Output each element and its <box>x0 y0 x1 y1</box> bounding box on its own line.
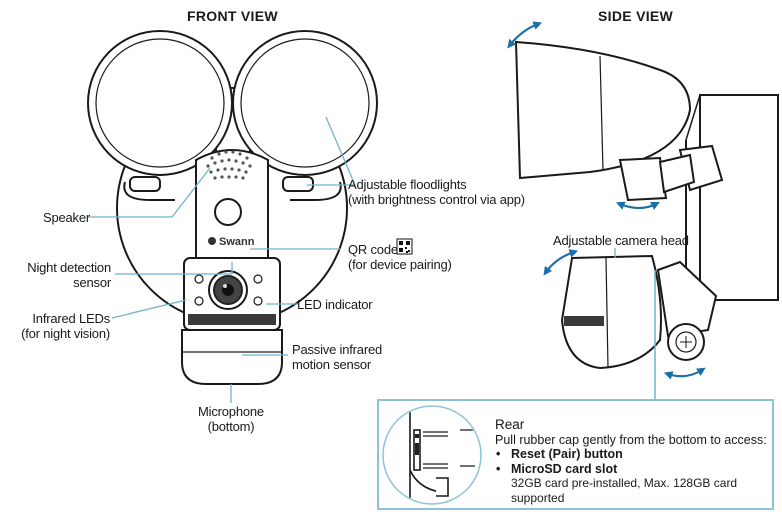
rear-instruction: Pull rubber cap gently from the bottom t… <box>495 432 767 447</box>
label-led-indicator: LED indicator <box>297 297 373 312</box>
side-view-title: SIDE VIEW <box>598 8 674 24</box>
label-microphone: Microphone (bottom) <box>198 404 264 434</box>
rear-title: Rear <box>495 417 525 432</box>
side-device-bottom <box>560 254 718 370</box>
label-speaker: Speaker <box>43 210 91 225</box>
rear-description: Rear Pull rubber cap gently from the bot… <box>495 417 782 505</box>
speaker-grille <box>206 150 252 180</box>
front-device <box>87 30 378 385</box>
label-night-sensor: Night detection sensor <box>27 260 111 290</box>
leader-lines-front <box>88 116 356 403</box>
rear-item-reset: Reset (Pair) button <box>495 447 782 462</box>
front-view-title: FRONT VIEW <box>187 8 278 24</box>
label-qr-code: QR code (for device pairing) <box>348 242 452 272</box>
label-camera-head: Adjustable camera head <box>553 233 689 248</box>
rear-item-microsd: MicroSD card slot <box>495 462 782 477</box>
brand-text: Swann <box>219 236 255 248</box>
qr-code-icon <box>396 238 413 255</box>
label-pir-sensor: Passive infrared motion sensor <box>292 342 383 372</box>
label-floodlights: Adjustable floodlights (with brightness … <box>348 177 525 207</box>
rotation-arrows-bottom <box>543 249 706 380</box>
label-infrared-leds: Infrared LEDs (for night vision) <box>21 311 110 341</box>
rear-note: 32GB card pre-installed, Max. 128GB card… <box>511 476 738 505</box>
swann-logo: Swann <box>208 236 255 248</box>
rotation-arrows-top <box>507 21 660 210</box>
